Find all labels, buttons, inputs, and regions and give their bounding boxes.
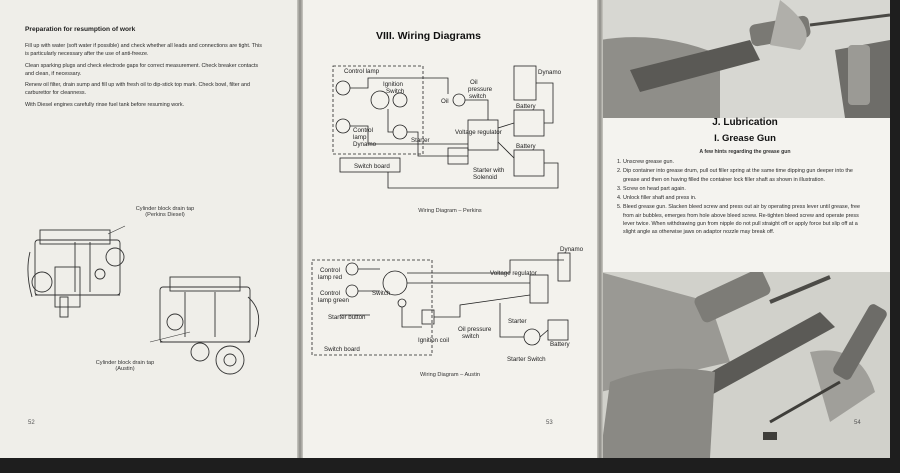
label-starter-with: Starter with [473, 167, 505, 174]
label-starter-austin: Starter [508, 318, 527, 325]
step-item: Dip container into grease drum, pull out… [623, 167, 865, 184]
label-control-red-1: Control [320, 267, 340, 274]
step-item: Screw on head part again. [623, 185, 865, 193]
step-item: Bleed grease gun. Slacken bleed screw an… [623, 203, 865, 236]
page-52: Preparation for resumption of work Fill … [0, 0, 300, 458]
label-oil-pressure-austin-1: Oil pressure [458, 326, 492, 333]
paragraph: Fill up with water (soft water if possib… [25, 43, 262, 58]
subsection-grease-gun: I. Grease Gun [714, 133, 776, 144]
label-voltage-regulator-austin: Voltage regulator [490, 270, 537, 277]
step-item: Unscrew grease gun. [623, 158, 865, 166]
label-switch-austin: Switch [372, 290, 391, 297]
grease-gun-photo-top [600, 0, 890, 118]
label-solenoid: Solenoid [473, 174, 498, 181]
label-control-1: Control [353, 127, 373, 134]
label-control-red-2: lamp red [318, 274, 343, 281]
page-54: J. Lubrication I. Grease Gun A few hints… [600, 0, 890, 458]
label-dynamo: Dynamo [538, 69, 562, 76]
label-switch-board-austin: Switch board [324, 346, 360, 353]
label-ignition-coil: Ignition coil [418, 337, 449, 344]
austin-wiring-diagram: Dynamo Control lamp red Control lamp gre… [311, 246, 584, 363]
caption-line: (Austin) [115, 366, 135, 372]
label-control-green-1: Control [320, 290, 340, 297]
label-control-3: Dynamo [353, 141, 377, 148]
paragraph: Renew oil filter, drain sump and fill up… [25, 82, 251, 97]
gutter-right [597, 0, 603, 458]
label-oil-pressure-austin-2: switch [462, 333, 480, 340]
page-53: VIII. Wiring Diagrams [300, 0, 600, 458]
label-battery-1: Battery [516, 103, 537, 110]
step-item: Unlock filler shaft and press in. [623, 194, 865, 202]
section-lubrication: J. Lubrication [712, 117, 778, 128]
background-right [890, 0, 900, 473]
austin-engine-drawing [159, 276, 260, 375]
page-number: 53 [546, 420, 553, 426]
label-dynamo-austin: Dynamo [560, 246, 584, 253]
resumption-text: Fill up with water (soft water if possib… [25, 42, 265, 109]
label-voltage-regulator: Voltage regulator [455, 129, 502, 136]
paragraph: With Diesel engines carefully rinse fuel… [25, 101, 185, 108]
label-battery-austin: Battery [550, 341, 571, 348]
page-number: 54 [854, 420, 861, 426]
label-oil: Oil [441, 98, 449, 105]
label-battery-2: Battery [516, 143, 537, 150]
page-number: 52 [28, 420, 35, 426]
background-bottom [0, 458, 900, 473]
perkins-engine-drawing [27, 229, 125, 318]
steps-list: Unscrew grease gun. Dip container into g… [610, 158, 865, 238]
caption-austin: Wiring Diagram – Austin [420, 372, 480, 378]
gutter-left [297, 0, 303, 458]
label-control-green-2: lamp green [318, 297, 350, 304]
label-oil-pressure-1: Oil [470, 79, 478, 86]
perkins-wiring-diagram: Control lamp Ignition Switch Oil Oil pre… [332, 65, 562, 189]
label-switch-board: Switch board [354, 163, 390, 170]
caption-austin-drain: Cylinder block drain tap (Austin) [70, 360, 180, 372]
label-oil-pressure-3: switch [469, 93, 487, 100]
wiring-diagrams-title: VIII. Wiring Diagrams [376, 30, 481, 42]
label-starter-switch: Starter Switch [507, 356, 546, 363]
caption-perkins-drain: Cylinder block drain tap (Perkins Diesel… [110, 206, 220, 218]
label-starter-button: Starter button [328, 314, 366, 321]
paragraph: Clean sparking plugs and check electrode… [25, 62, 259, 77]
label-ignition: Ignition [383, 81, 404, 88]
label-control-2: lamp [353, 134, 367, 141]
label-control-lamp: Control lamp [344, 68, 380, 75]
hint-heading: A few hints regarding the grease gun [699, 149, 791, 155]
caption-line: Cylinder block drain tap [135, 206, 195, 212]
label-oil-pressure-2: pressure [468, 86, 493, 93]
caption-line: Cylinder block drain tap [95, 360, 155, 366]
caption-perkins: Wiring Diagram – Perkins [418, 208, 482, 214]
label-switch: Switch [386, 88, 405, 95]
engine-illustrations [27, 225, 260, 375]
caption-line: (Perkins Diesel) [145, 212, 185, 218]
grease-gun-photo-bottom [600, 272, 890, 458]
label-starter: Starter [411, 137, 430, 144]
resumption-heading: Preparation for resumption of work [25, 26, 136, 33]
